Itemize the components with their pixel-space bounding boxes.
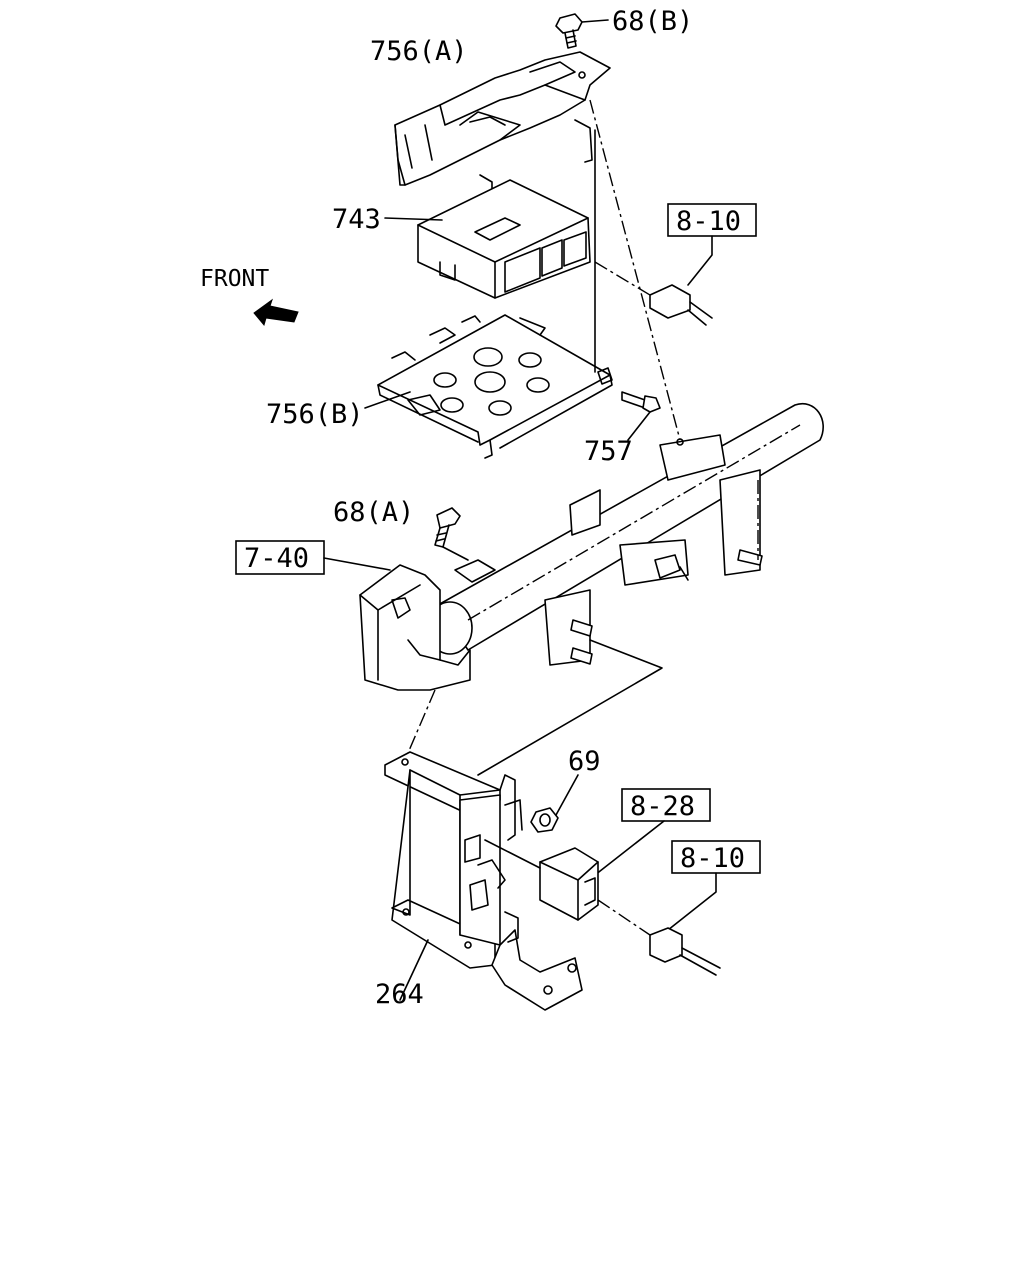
bracket-264 [384,751,583,1011]
label-264: 264 [375,979,424,1010]
bolt-757 [621,391,661,441]
label-8-28: 8-28 [630,791,695,822]
label-69: 69 [568,746,601,777]
front-arrow [253,298,299,327]
guide-line-beam [477,639,663,776]
guide-line-7-40 [404,689,436,761]
nut-69 [530,774,579,833]
ref-7-40 [235,540,471,691]
front-arrow-icon [253,298,299,327]
cross-beam [427,402,824,666]
label-757: 757 [584,436,633,467]
bolt-68b [555,13,609,49]
ref-8-28 [484,788,711,921]
control-unit-743 [384,179,591,299]
label-756a: 756(A) [370,36,468,67]
bracket-756a [394,51,611,213]
ref-8-10-top [594,203,757,326]
label-68a: 68(A) [333,497,414,528]
bolt-68a [434,507,469,561]
label-7-40: 7-40 [244,543,309,574]
label-8-10-bottom: 8-10 [680,843,745,874]
bracket-756b [364,129,613,459]
ref-8-10-bottom [597,840,761,976]
label-front: FRONT [200,266,269,292]
guide-line-68b [589,99,681,441]
label-8-10-top: 8-10 [676,206,741,237]
label-756b: 756(B) [266,399,364,430]
label-743: 743 [332,204,381,235]
label-68b: 68(B) [612,6,693,37]
